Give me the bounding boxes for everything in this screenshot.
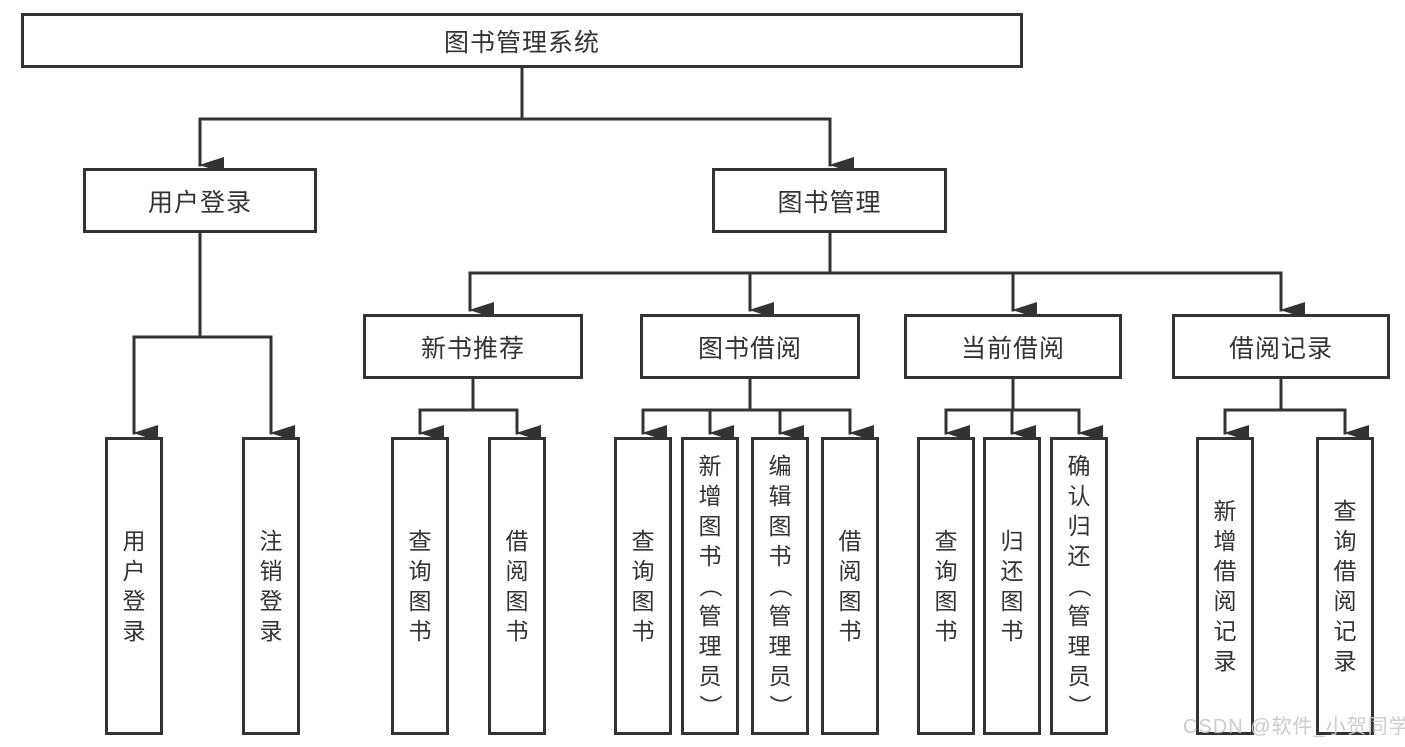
leaf-borrow-books-recommend: 借阅图书 <box>488 437 546 735</box>
node-label: 注销登录 <box>259 528 283 644</box>
node-library-management-system: 图书管理系统 <box>21 13 1023 68</box>
watermark-text: CSDN @软件_小贺同学 <box>1183 716 1405 738</box>
node-book-management: 图书管理 <box>712 168 947 233</box>
leaf-query-books-recommend: 查询图书 <box>391 437 449 735</box>
node-label: 查询图书 <box>934 528 958 644</box>
node-user-login: 用户登录 <box>83 168 317 233</box>
node-new-book-recommend: 新书推荐 <box>363 314 583 379</box>
node-label: 查询图书 <box>631 528 655 644</box>
leaf-query-borrow-record: 查询借阅记录 <box>1316 437 1374 735</box>
leaf-confirm-return-admin: 确认归还（管理员） <box>1050 437 1108 735</box>
leaf-return-book: 归还图书 <box>983 437 1041 735</box>
leaf-borrow-books-2: 借阅图书 <box>821 437 879 735</box>
node-label: 查询借阅记录 <box>1333 498 1357 674</box>
node-label: 借阅记录 <box>1228 334 1333 363</box>
node-label: 确认归还（管理员） <box>1066 453 1092 718</box>
node-label: 新增图书（管理员） <box>697 453 723 718</box>
leaf-edit-book-admin: 编辑图书（管理员） <box>751 437 809 735</box>
node-current-borrow: 当前借阅 <box>904 314 1122 379</box>
node-label: 当前借阅 <box>960 334 1065 363</box>
leaf-query-books-borrow: 查询图书 <box>614 437 672 735</box>
node-label: 图书管理系统 <box>443 28 600 57</box>
node-label: 借阅图书 <box>838 528 862 644</box>
node-label: 用户登录 <box>147 188 252 217</box>
node-label: 查询图书 <box>408 528 432 644</box>
node-label: 借阅图书 <box>505 528 529 644</box>
node-label: 编辑图书（管理员） <box>767 453 793 718</box>
node-book-borrow: 图书借阅 <box>640 314 860 379</box>
leaf-logout: 注销登录 <box>242 437 300 735</box>
node-label: 新增借阅记录 <box>1213 498 1237 674</box>
node-label: 图书管理 <box>777 188 882 217</box>
leaf-user-login: 用户登录 <box>105 437 163 735</box>
node-label: 新书推荐 <box>420 334 525 363</box>
node-label: 归还图书 <box>1000 528 1024 644</box>
node-borrow-record: 借阅记录 <box>1172 314 1390 379</box>
node-label: 用户登录 <box>122 528 146 644</box>
leaf-query-books-current: 查询图书 <box>917 437 975 735</box>
node-label: 图书借阅 <box>697 334 802 363</box>
leaf-add-borrow-record: 新增借阅记录 <box>1196 437 1254 735</box>
leaf-add-book-admin: 新增图书（管理员） <box>681 437 739 735</box>
